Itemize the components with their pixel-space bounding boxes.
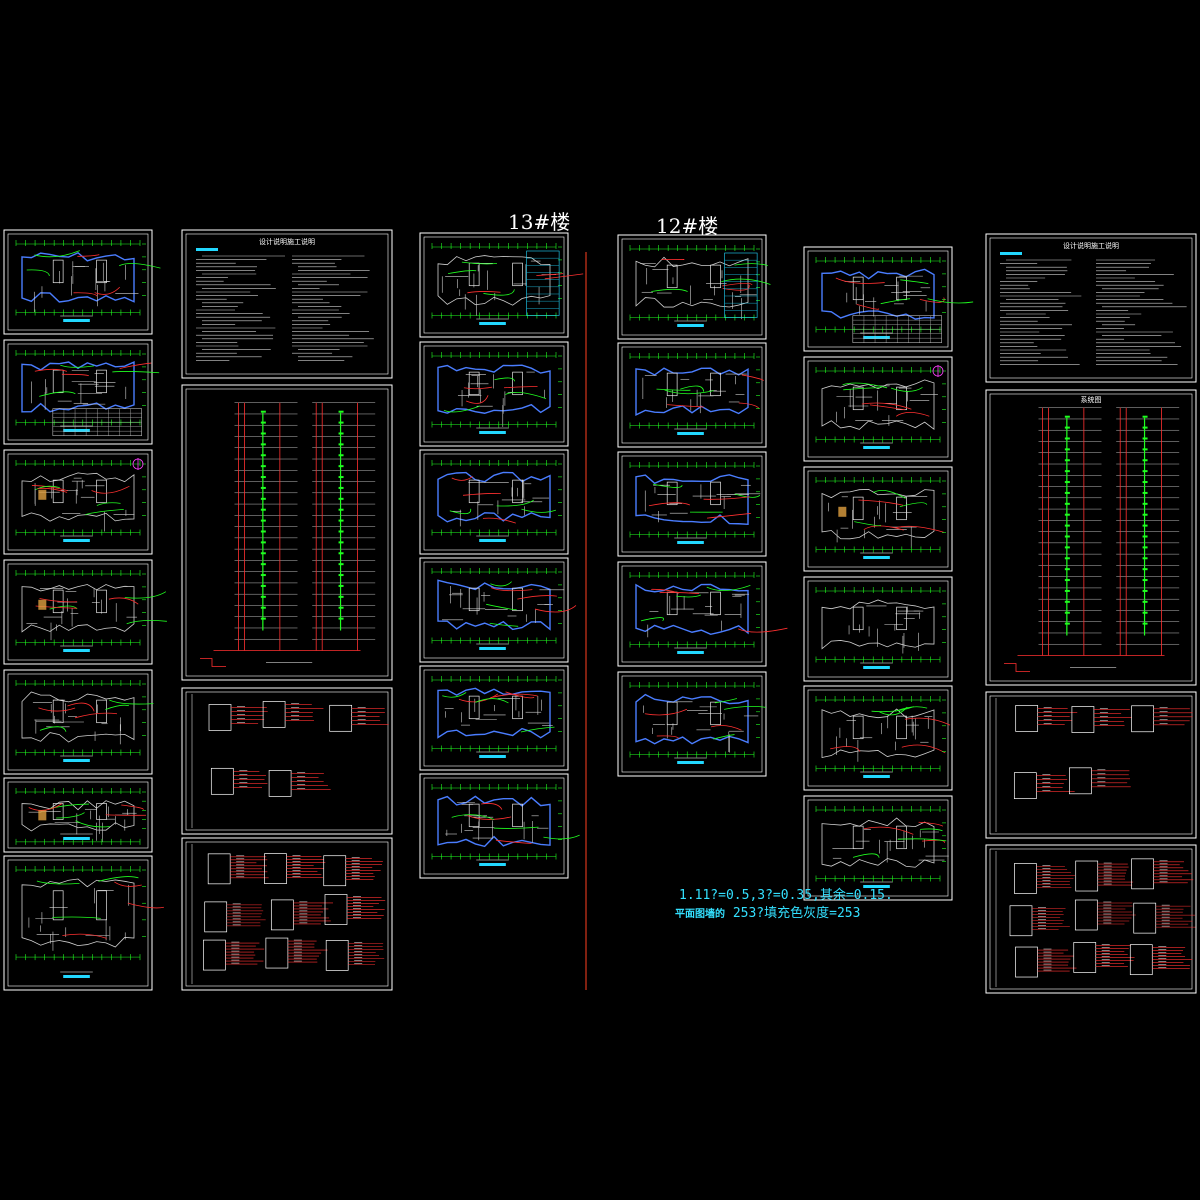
plan-sheet-b4 bbox=[803, 576, 953, 682]
design-notes-sheet-left: 设计说明施工说明 bbox=[181, 229, 393, 379]
drawing-sheets: 设计说明施工说明设计说明施工说明系统图 bbox=[3, 229, 1197, 994]
riser-diagram-sheet-right: 系统图 bbox=[985, 389, 1197, 686]
distribution-panel-sheet-right-2 bbox=[985, 844, 1197, 994]
distribution-panel-sheet-left-1 bbox=[181, 687, 393, 835]
plan-sheet-13-6 bbox=[419, 773, 580, 879]
plan-sheet-a4 bbox=[3, 559, 167, 665]
riser-diagram-sheet-left bbox=[181, 384, 393, 681]
building-13-label: 13#楼 bbox=[508, 210, 571, 234]
plan-sheet-a6 bbox=[3, 777, 153, 853]
plan-sheet-b5 bbox=[803, 685, 953, 791]
fill-note-rest: 253?填充色灰度=253 bbox=[732, 906, 861, 921]
plan-sheet-13-2 bbox=[419, 341, 569, 447]
plan-sheet-12-2 bbox=[617, 342, 767, 448]
distribution-panel-sheet-right-1 bbox=[985, 691, 1197, 839]
lineweight-note: 1.11?=0.5,3?=0.35,其余=0.15. bbox=[679, 888, 893, 903]
plan-sheet-b1 bbox=[803, 246, 974, 352]
plan-sheet-a7 bbox=[3, 855, 164, 991]
plan-sheet-12-1 bbox=[617, 234, 771, 340]
sheet-title: 设计说明施工说明 bbox=[259, 237, 315, 246]
plan-sheet-b2 bbox=[803, 356, 953, 462]
distribution-panel-sheet-left-2 bbox=[181, 837, 393, 991]
plan-sheet-13-3 bbox=[419, 449, 569, 555]
plan-sheet-13-4 bbox=[419, 557, 577, 663]
building-12-label: 12#楼 bbox=[656, 214, 719, 238]
plan-sheet-b3 bbox=[803, 466, 953, 572]
plan-sheet-13-1 bbox=[419, 232, 584, 338]
plan-sheet-13-5 bbox=[419, 665, 569, 771]
design-notes-sheet-right: 设计说明施工说明 bbox=[985, 233, 1197, 383]
riser-header: 系统图 bbox=[1081, 395, 1102, 404]
plan-sheet-a3 bbox=[3, 449, 153, 555]
sheet-title: 设计说明施工说明 bbox=[1063, 241, 1119, 250]
plan-sheet-b6 bbox=[803, 795, 953, 901]
fill-note-prefix: 平面图墙的 bbox=[675, 909, 725, 920]
plan-sheet-12-3 bbox=[617, 451, 767, 557]
fill-note: 平面图墙的 253?填充色灰度=253 bbox=[675, 902, 860, 921]
plan-sheet-12-4 bbox=[617, 561, 788, 667]
plan-sheet-a5 bbox=[3, 669, 154, 775]
plan-sheet-a2 bbox=[3, 339, 160, 445]
plan-sheet-12-5 bbox=[617, 671, 767, 777]
plan-sheet-a1 bbox=[3, 229, 161, 335]
